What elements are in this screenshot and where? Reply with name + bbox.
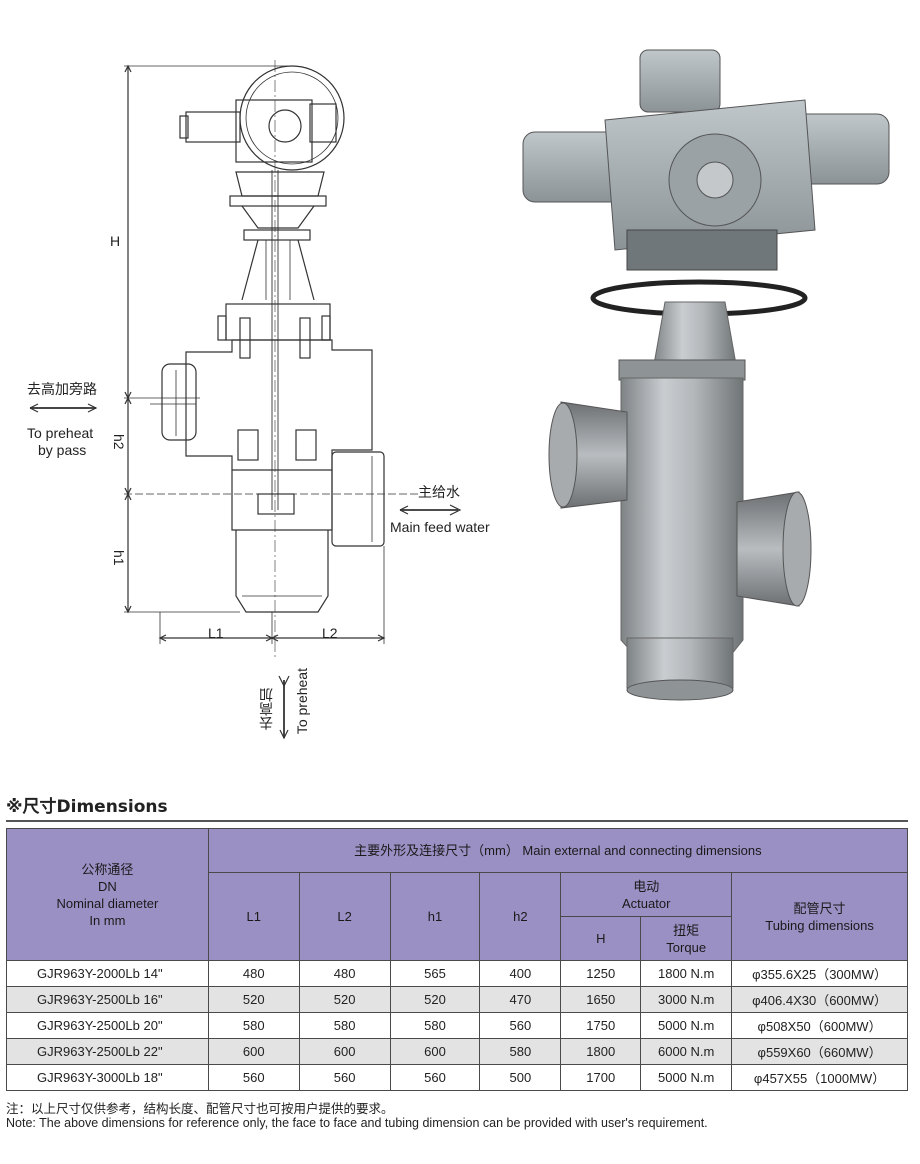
preheat-label-en: To preheat <box>294 668 310 735</box>
section-divider <box>6 820 908 822</box>
dimension-label-h1: h1 <box>111 550 127 566</box>
bypass-label-en-1: To preheat <box>27 425 94 441</box>
dimension-label-L1: L1 <box>208 625 224 641</box>
dimension-label-H: H <box>110 233 121 249</box>
header-torque: 扭矩 Torque <box>640 916 733 961</box>
header-actuator: 电动 Actuator <box>560 872 733 917</box>
main-feed-label-en: Main feed water <box>390 519 490 535</box>
bypass-label-en-2: by pass <box>38 442 87 458</box>
dimensions-table: 公称通径 DN Nominal diameter In mm 主要外形及连接尺寸… <box>6 828 909 1091</box>
table-row: GJR963Y-2500Lb 22" 600 600 600 580 1800 … <box>6 1038 908 1065</box>
note-en: Note: The above dimensions for reference… <box>6 1116 708 1130</box>
table-row: GJR963Y-2500Lb 20" 580 580 580 560 1750 … <box>6 1012 908 1039</box>
note-cn: 注：以上尺寸仅供参考，结构长度、配管尺寸也可按用户提供的要求。 <box>6 1101 394 1116</box>
header-H: H <box>560 916 642 961</box>
preheat-label-cn: 去高加 <box>259 688 275 730</box>
main-feed-label-cn: 主给水 <box>418 485 460 501</box>
header-nominal-diameter: 公称通径 DN Nominal diameter In mm <box>6 828 209 961</box>
table-row: GJR963Y-3000Lb 18" 560 560 560 500 1700 … <box>6 1064 908 1091</box>
header-L2: L2 <box>298 872 391 961</box>
table-row: GJR963Y-2000Lb 14" 480 480 565 400 1250 … <box>6 960 908 987</box>
dimensions-section-title: ※尺寸Dimensions <box>6 797 168 817</box>
valve-product-photo <box>522 49 890 701</box>
dimension-label-L2: L2 <box>322 625 338 641</box>
header-h2: h2 <box>479 872 562 961</box>
header-h1: h1 <box>389 872 481 961</box>
valve-technical-drawing <box>29 60 462 740</box>
header-tubing: 配管尺寸 Tubing dimensions <box>731 872 908 961</box>
table-row: GJR963Y-2500Lb 16" 520 520 520 470 1650 … <box>6 986 908 1013</box>
header-main-dimensions: 主要外形及连接尺寸（mm） Main external and connecti… <box>207 828 909 873</box>
dimension-label-h2: h2 <box>111 434 127 450</box>
header-L1: L1 <box>207 872 300 961</box>
bypass-label-cn: 去高加旁路 <box>27 382 97 398</box>
